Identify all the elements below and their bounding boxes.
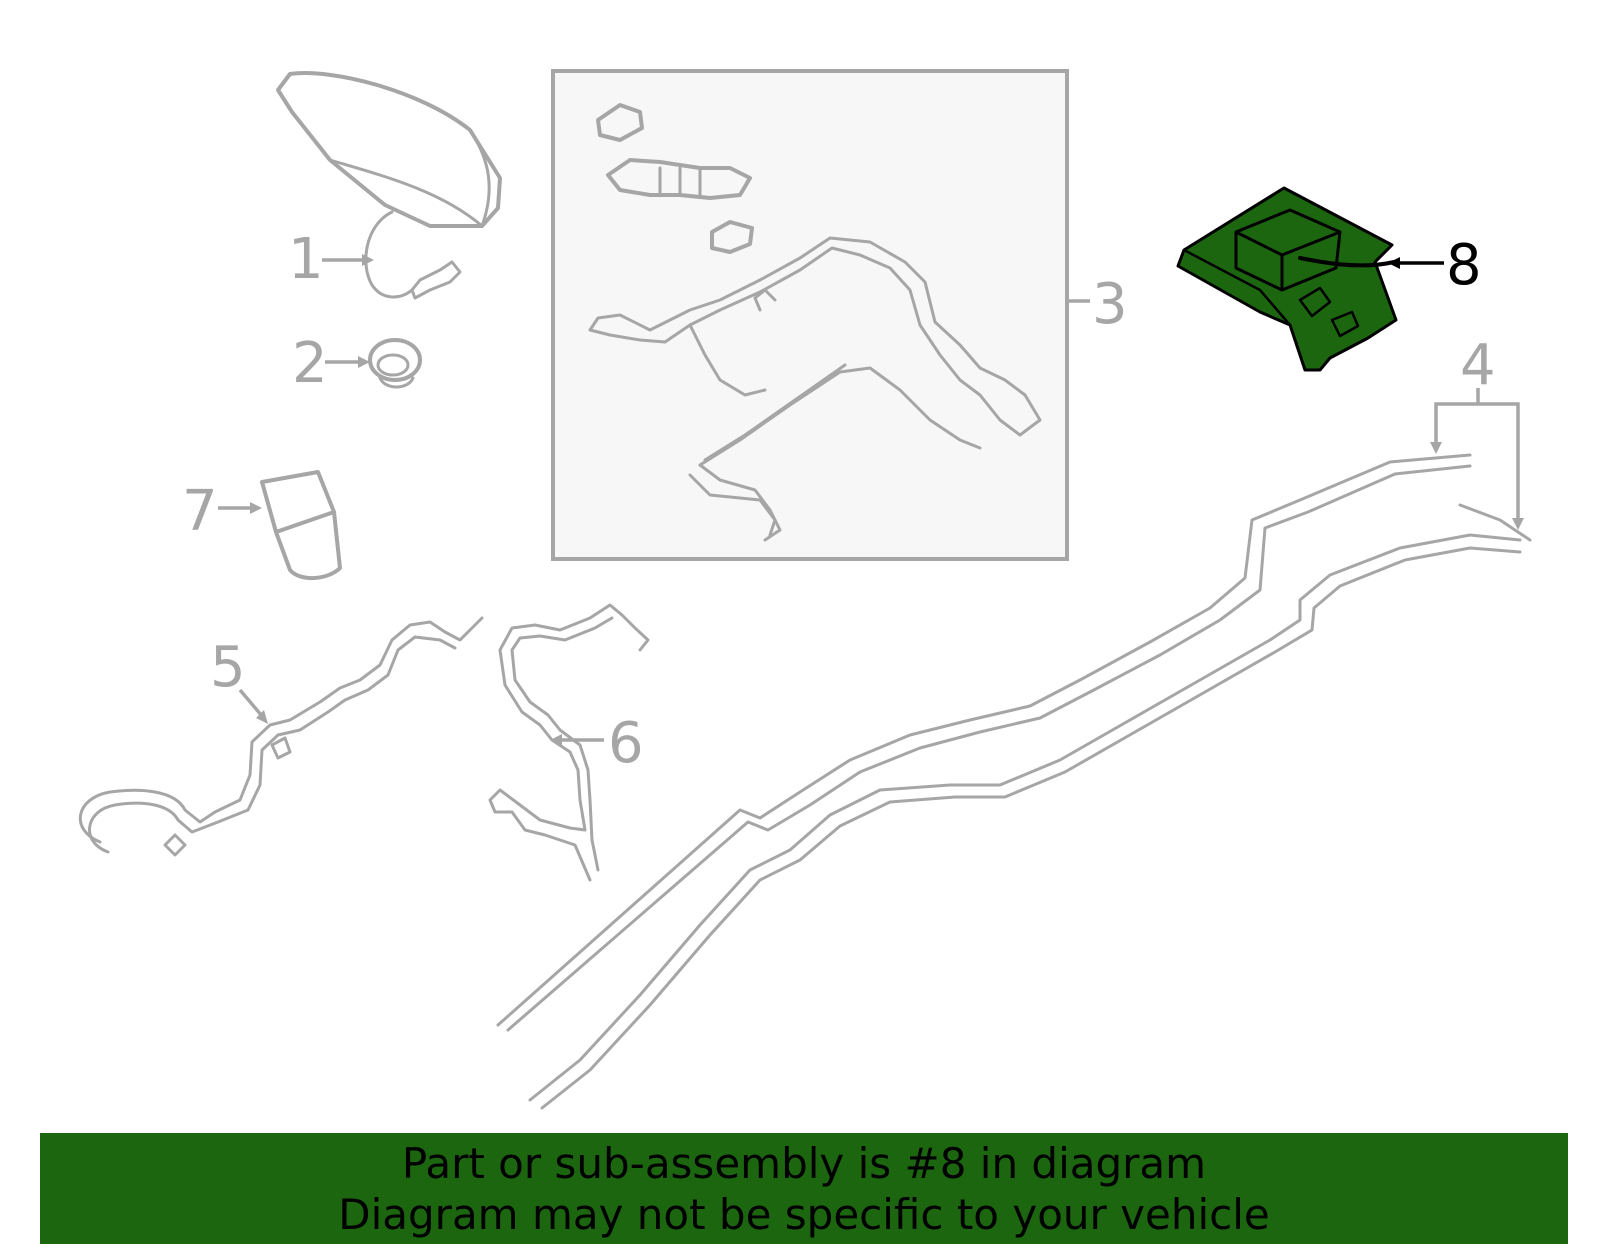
arrowhead-5: [256, 710, 268, 724]
banner-line-2: Diagram may not be specific to your vehi…: [338, 1190, 1270, 1239]
callout-4: 4: [1460, 333, 1496, 398]
callout-8: 8: [1446, 233, 1482, 298]
arrowhead-4b: [1512, 518, 1524, 530]
callout-1: 1: [288, 227, 324, 292]
part-8-module[interactable]: [1176, 186, 1398, 372]
leader-5: [238, 688, 264, 718]
callout-3: 3: [1092, 272, 1128, 337]
callout-2: 2: [292, 331, 328, 396]
leader-4-bracket: [1434, 402, 1520, 520]
part-2-grommet[interactable]: [368, 338, 422, 389]
part-3-box: [551, 69, 1069, 561]
part-6-harness[interactable]: [488, 603, 650, 882]
callout-5: 5: [210, 635, 246, 700]
arrowhead-7: [250, 502, 262, 514]
callout-6: 6: [608, 711, 644, 776]
part-4-cables[interactable]: [496, 453, 1532, 1110]
part-1-antenna[interactable]: [276, 71, 502, 300]
part-3-harness[interactable]: [588, 103, 1042, 542]
arrowhead-2: [358, 356, 370, 368]
arrowhead-4a: [1430, 442, 1442, 454]
part-5-harness[interactable]: [78, 616, 484, 857]
arrowhead-6: [550, 734, 562, 746]
info-banner: Part or sub-assembly is #8 in diagram Di…: [40, 1133, 1568, 1244]
arrowhead-8: [1388, 257, 1400, 269]
part-7-module[interactable]: [260, 470, 342, 580]
arrowhead-1: [362, 254, 374, 266]
callout-7: 7: [182, 479, 218, 544]
banner-line-1: Part or sub-assembly is #8 in diagram: [401, 1139, 1207, 1188]
